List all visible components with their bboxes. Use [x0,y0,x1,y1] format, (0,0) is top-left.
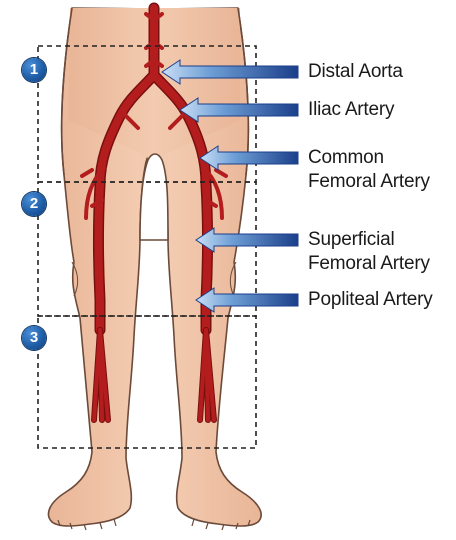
label-superficial-femoral-line1: Superficial [308,228,430,252]
label-superficial-femoral-artery: Superficial Femoral Artery [308,228,430,276]
arrow-common-femoral [200,146,298,170]
label-distal-aorta: Distal Aorta [308,60,403,84]
region-3-badge: 3 [22,326,46,350]
region-1-badge: 1 [22,58,46,82]
arrow-superficial-femoral [196,228,298,252]
label-popliteal-artery: Popliteal Artery [308,288,433,312]
arrow-popliteal [196,288,298,312]
label-common-femoral-line1: Common [308,146,430,170]
body-silhouette [48,8,261,530]
label-iliac-artery: Iliac Artery [308,98,394,122]
region-2-badge: 2 [22,192,46,216]
label-superficial-femoral-line2: Femoral Artery [308,252,430,276]
label-common-femoral-artery: Common Femoral Artery [308,146,430,194]
label-common-femoral-line2: Femoral Artery [308,170,430,194]
